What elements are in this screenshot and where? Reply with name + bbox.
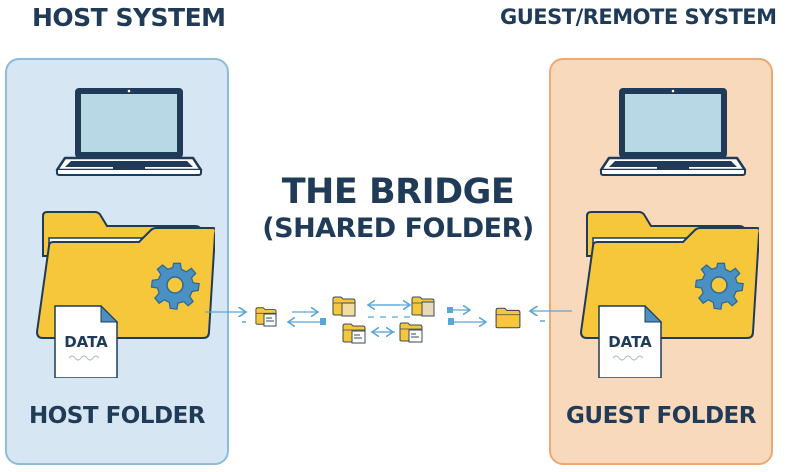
data-document-icon <box>598 304 663 378</box>
laptop-icon <box>55 88 203 176</box>
mini-folder-icon <box>255 307 277 327</box>
guest-folder-icon: DATA <box>579 211 759 378</box>
host-folder-icon: DATA <box>35 211 215 378</box>
bridge-title-block: THE BRIDGE (SHARED FOLDER) <box>258 172 538 246</box>
mini-folder-icon <box>342 323 366 344</box>
bridge-subtitle: (SHARED FOLDER) <box>262 213 534 244</box>
mini-folder-icon <box>332 296 356 317</box>
guest-folder-label: GUEST FOLDER <box>566 403 756 429</box>
guest-system-panel: DATA GUEST FOLDER <box>549 58 773 465</box>
host-document-label: DATA <box>64 333 108 351</box>
guest-system-title: GUEST/REMOTE SYSTEM <box>500 5 777 29</box>
guest-document-label: DATA <box>608 333 652 351</box>
host-system-panel: DATA HOST FOLDER <box>5 58 229 465</box>
mini-folder-icon <box>411 296 435 317</box>
host-system-title: HOST SYSTEM <box>32 3 226 32</box>
bridge-title: THE BRIDGE <box>281 172 515 212</box>
data-document-icon <box>54 304 119 378</box>
host-folder-label: HOST FOLDER <box>29 403 206 429</box>
mini-folder-icon <box>495 307 521 329</box>
gear-icon <box>150 262 200 310</box>
laptop-icon <box>599 88 747 176</box>
gear-icon <box>694 262 744 310</box>
mini-folder-icon <box>399 322 423 343</box>
